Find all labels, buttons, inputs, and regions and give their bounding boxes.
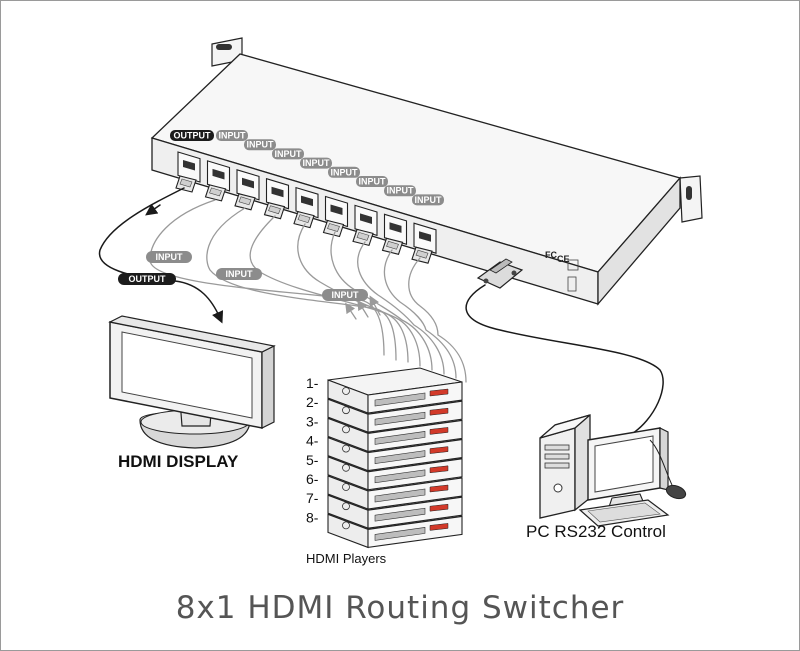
- hdmi-player-number: 6-: [306, 471, 319, 487]
- port-label-input-2: INPUT: [244, 139, 276, 151]
- fc-mark: FC: [545, 250, 557, 260]
- hdmi-players-label: HDMI Players: [306, 551, 387, 566]
- cable-tag-input-3: INPUT: [332, 290, 360, 300]
- port-label-input-text: INPUT: [415, 195, 443, 205]
- port-input-1: [204, 160, 231, 202]
- port-input-4: [293, 186, 319, 229]
- cable-tag-input-2: INPUT: [226, 269, 254, 279]
- hdmi-player-number: 2-: [306, 394, 319, 410]
- port-input-7: [381, 213, 408, 255]
- port-input-3: [263, 177, 290, 220]
- hdmi-display-label: HDMI DISPLAY: [118, 452, 239, 471]
- hdmi-player-number: 4-: [306, 433, 319, 449]
- port-label-input-text: INPUT: [359, 177, 387, 187]
- port-label-input-text: INPUT: [275, 149, 303, 159]
- port-labels: OUTPUT INPUTINPUTINPUTINPUTINPUTINPUTINP…: [170, 130, 444, 206]
- port-input-2: [234, 169, 260, 211]
- pc-computer: PC RS232 Control: [526, 414, 687, 541]
- cable-tag-output: OUTPUT: [129, 274, 167, 284]
- port-label-input-5: INPUT: [328, 166, 360, 178]
- hdmi-players: 8- 7- 6- 5- 4- 3- 2- 1-: [306, 367, 463, 549]
- port-label-input-3: INPUT: [272, 148, 304, 160]
- port-output: [175, 151, 201, 193]
- port-label-input-6: INPUT: [356, 176, 388, 187]
- port-input-6: [352, 204, 378, 247]
- port-label-input-text: INPUT: [247, 140, 275, 150]
- hdmi-player-number: 1-: [306, 375, 319, 391]
- hdmi-player-number: 3-: [306, 413, 319, 429]
- switcher-unit: FC CE: [150, 37, 703, 306]
- port-label-output: OUTPUT: [174, 131, 212, 141]
- diagram-title: 8x1 HDMI Routing Switcher: [176, 590, 625, 626]
- port-label-input-7: INPUT: [384, 185, 416, 197]
- port-label-input-1: INPUT: [216, 130, 248, 141]
- port-label-input-text: INPUT: [331, 167, 359, 177]
- rs232-connector: [476, 258, 524, 289]
- cables: [98, 187, 664, 436]
- port-label-input-text: INPUT: [303, 158, 331, 168]
- port-input-8: [411, 222, 437, 264]
- hdmi-player-number: 8-: [306, 509, 319, 525]
- pc-control-label: PC RS232 Control: [526, 522, 666, 541]
- port-label-input-4: INPUT: [300, 157, 332, 169]
- hdmi-player-number: 7-: [306, 490, 319, 506]
- hdmi-player-1: 1-: [306, 367, 463, 414]
- port-label-input-8: INPUT: [412, 194, 444, 206]
- port-input-5: [322, 195, 349, 238]
- port-label-input-text: INPUT: [219, 131, 247, 141]
- ce-mark: CE: [557, 254, 570, 264]
- switcher-ports: [175, 151, 437, 264]
- cable-tags: OUTPUT INPUT INPUT INPUT: [118, 251, 368, 301]
- hdmi-player-number: 5-: [306, 452, 319, 468]
- port-label-input-text: INPUT: [387, 186, 415, 196]
- hdmi-display: HDMI DISPLAY: [108, 315, 276, 471]
- cable-tag-input-1: INPUT: [156, 252, 184, 262]
